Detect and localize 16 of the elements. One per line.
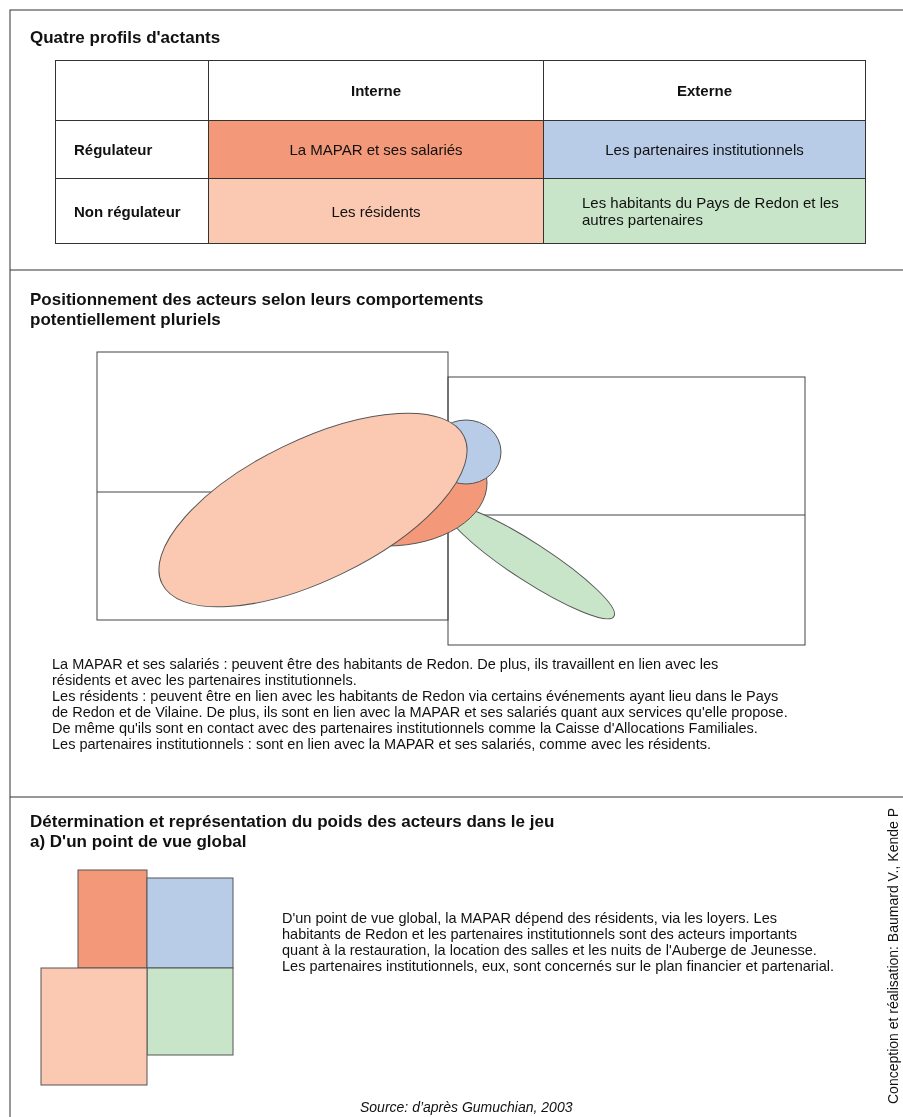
section-heading: Quatre profils d'actants <box>30 28 221 48</box>
column-header: Externe <box>543 60 866 121</box>
row-header: Non régulateur <box>55 178 209 244</box>
table-cell: Les habitants du Pays de Redon et les autres partenaires <box>543 178 866 244</box>
section-heading: Positionnement des acteurs selon leurs comportements potentiellement pluriels <box>30 290 485 330</box>
table-cell: Les résidents <box>208 178 544 244</box>
paragraph: Les partenaires institutionnels : sont en lien avec la MAPAR et ses salariés, comme avec les résidents. <box>52 736 712 752</box>
section-heading: a) D'un point de vue global <box>30 832 247 852</box>
paragraph: D'un point de vue global, la MAPAR dépend des résidents, via les loyers. Les habitants de Redon et les partenaires institutionnels sont des acteurs importants quant à la restauration, la location des salles et les nuits de l'Auberge de Jeunesse. Les partenaires institutionnels, eux, sont concernés sur le plan financier et partenarial. <box>282 910 836 974</box>
source-note: Source: d’après Gumuchian, 2003 <box>360 1099 573 1115</box>
table-cell: La MAPAR et ses salariés <box>208 120 544 179</box>
table-cell: Les partenaires institutionnels <box>543 120 866 179</box>
paragraph: La MAPAR et ses salariés : peuvent être des habitants de Redon. De plus, ils travaillent en lien avec les résidents et avec les partenaires institutionnels. <box>52 656 720 688</box>
paragraph: Les résidents : peuvent être en lien avec les habitants de Redon via certains événements ayant lieu dans le Pays de Redon et de Vilaine. De plus, ils sont en lien avec la MAPAR et ses salariés quant aux services qu'elle propose. De même qu'ils sont en contact avec des partenaires institutionnels comme la Caisse d'Allocations Familiales. <box>52 688 789 736</box>
section-heading: Détermination et représentation du poids des acteurs dans le jeu <box>30 812 555 832</box>
credit-text: Conception et réalisation: Baumard V., Kende P <box>886 808 900 1104</box>
